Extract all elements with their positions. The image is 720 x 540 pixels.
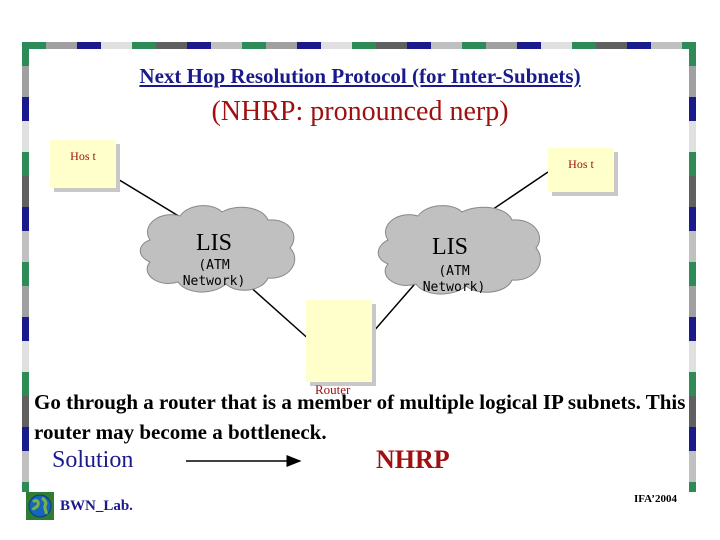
frame-segment <box>22 396 29 427</box>
frame-segment <box>689 152 696 176</box>
frame-segment <box>22 286 29 317</box>
lis-left-subtitle: (ATM Network) <box>176 258 252 290</box>
frame-segment <box>101 42 132 49</box>
frame-segment <box>689 121 696 152</box>
frame-segment <box>266 42 297 49</box>
frame-segment <box>431 42 462 49</box>
frame-segment <box>22 42 46 49</box>
frame-segment <box>22 42 29 66</box>
frame-segment <box>689 341 696 372</box>
frame-segment <box>689 286 696 317</box>
frame-segment <box>541 42 572 49</box>
frame-segment <box>352 42 376 49</box>
frame-segment <box>689 66 696 97</box>
cloud-left <box>139 205 296 293</box>
lis-left-sub-line2: Network) <box>182 274 246 289</box>
lis-left-sub-line1: (ATM <box>198 258 230 273</box>
frame-segment <box>22 121 29 152</box>
frame-segment <box>22 176 29 207</box>
frame-segment <box>297 42 321 49</box>
frame-segment <box>22 341 29 372</box>
frame-segment <box>22 427 29 451</box>
frame-segment <box>211 42 242 49</box>
frame-right-border <box>689 42 696 492</box>
frame-segment <box>22 66 29 97</box>
frame-segment <box>689 451 696 482</box>
frame-top-border <box>22 42 696 49</box>
frame-segment <box>689 427 696 451</box>
frame-segment <box>242 42 266 49</box>
lis-right-title: LIS <box>432 234 468 260</box>
frame-segment <box>187 42 211 49</box>
router-box <box>306 300 372 382</box>
slide-title: Next Hop Resolution Protocol (for Inter-… <box>139 64 581 88</box>
frame-segment <box>132 42 156 49</box>
frame-segment <box>22 231 29 262</box>
frame-segment <box>689 42 696 66</box>
frame-segment <box>77 42 101 49</box>
lis-right-sub-line2: Network) <box>422 280 486 295</box>
frame-segment <box>689 231 696 262</box>
cloud-right <box>377 205 541 295</box>
frame-segment <box>22 262 29 286</box>
frame-segment <box>627 42 651 49</box>
globe-logo-icon <box>26 492 54 520</box>
frame-segment <box>689 176 696 207</box>
lis-left-title: LIS <box>196 230 232 256</box>
frame-segment <box>689 317 696 341</box>
slide-subtitle: (NHRP: pronounced nerp) <box>211 96 509 127</box>
frame-segment <box>689 207 696 231</box>
frame-segment <box>689 262 696 286</box>
frame-segment <box>321 42 352 49</box>
frame-segment <box>22 152 29 176</box>
footer-lab-name: BWN_Lab. <box>60 498 133 514</box>
frame-segment <box>376 42 407 49</box>
frame-segment <box>462 42 486 49</box>
frame-segment <box>689 97 696 121</box>
frame-segment <box>407 42 431 49</box>
solution-label: Solution <box>52 447 134 473</box>
frame-segment <box>22 207 29 231</box>
frame-left-border <box>22 42 29 492</box>
nhrp-label: NHRP <box>376 445 450 474</box>
frame-segment <box>22 451 29 482</box>
frame-segment <box>22 97 29 121</box>
frame-segment <box>22 482 29 492</box>
body-text: Go through a router that is a member of … <box>34 390 686 444</box>
frame-segment <box>596 42 627 49</box>
frame-segment <box>46 42 77 49</box>
router-label: Router <box>315 382 351 397</box>
frame-segment <box>689 372 696 396</box>
link-lis-right-router <box>365 277 421 341</box>
frame-segment <box>689 396 696 427</box>
frame-segment <box>517 42 541 49</box>
lis-right-sub-line1: (ATM <box>438 264 470 279</box>
lis-right-subtitle: (ATM Network) <box>414 264 494 296</box>
frame-segment <box>156 42 187 49</box>
footer-course: IFA’2004 <box>634 493 677 505</box>
frame-segment <box>22 317 29 341</box>
host-left-box: Hos t <box>50 140 116 188</box>
frame-segment <box>689 482 696 492</box>
frame-segment <box>486 42 517 49</box>
host-right-box: Hos t <box>548 148 614 192</box>
frame-segment <box>651 42 682 49</box>
frame-segment <box>572 42 596 49</box>
frame-segment <box>22 372 29 396</box>
